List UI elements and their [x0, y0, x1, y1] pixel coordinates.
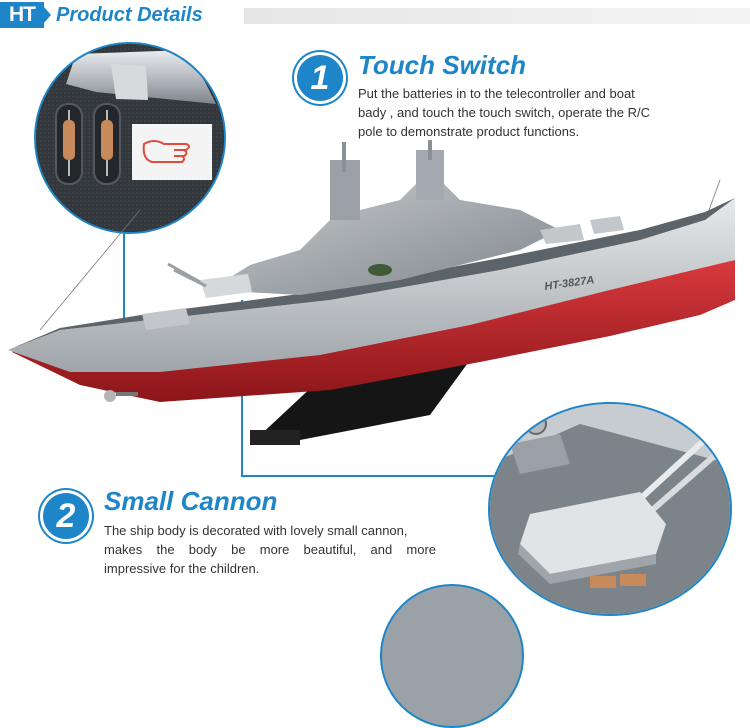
section-title: Product Details	[56, 4, 203, 26]
feature-2-number-badge: 2	[40, 490, 92, 542]
feature-1-line-3: pole to demonstrate product functions.	[358, 124, 580, 139]
feature-1-title: Touch Switch	[358, 50, 527, 80]
battleship-illustration: HT-3827A	[8, 140, 735, 445]
page-header: HT Product Details	[0, 2, 750, 28]
feature-1-line-1: Put the batteries in to the telecontroll…	[358, 86, 635, 101]
brand-logo: HT	[0, 2, 44, 28]
feature-1-line-2: bady , and touch the touch switch, opera…	[358, 105, 650, 120]
feature-2-description: The ship body is decorated with lovely s…	[104, 521, 436, 578]
touch-switch-closeup	[34, 42, 226, 234]
feature-2-line-2: makes the body be more beautiful, and mo…	[104, 542, 436, 557]
cannon-closeup-illustration	[490, 404, 730, 614]
cannon-closeup	[488, 402, 732, 616]
feature-2-line-3: impressive for the children.	[104, 561, 260, 576]
header-divider-bar	[244, 8, 750, 24]
feature-1-number-badge: 1	[294, 52, 346, 104]
feature-2-title: Small Cannon	[104, 486, 278, 516]
detail-closeup-3	[380, 584, 524, 728]
touch-switch-closeup-illustration	[36, 44, 224, 232]
callout-line-cannon-h	[241, 475, 511, 477]
feature-1-description: Put the batteries in to the telecontroll…	[358, 84, 650, 141]
feature-2-line-1: The ship body is decorated with lovely s…	[104, 523, 408, 538]
header-arrow-icon	[44, 7, 51, 23]
